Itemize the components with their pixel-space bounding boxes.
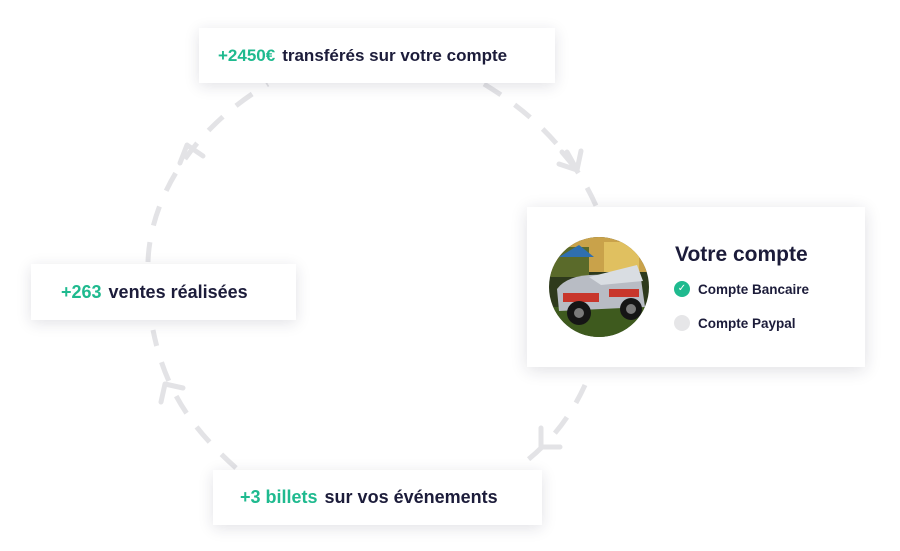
sales-count: +263	[61, 281, 102, 302]
arc-top-right	[482, 81, 600, 210]
arrowhead-top-left	[177, 142, 206, 166]
option-bank-account[interactable]: ✓ Compte Bancaire	[674, 281, 809, 297]
tickets-count: +3 billets	[240, 487, 318, 507]
option-paypal-account[interactable]: Compte Paypal	[674, 315, 796, 331]
arrowhead-bottom-right	[538, 425, 563, 450]
arc-bottom-left	[150, 329, 238, 470]
sales-card: +263 ventes réalisées	[31, 264, 296, 320]
transfer-label: transférés sur votre compte	[282, 45, 508, 65]
option-bank-label: Compte Bancaire	[698, 281, 810, 297]
unchecked-radio-icon[interactable]	[674, 315, 690, 331]
sales-label: ventes réalisées	[108, 281, 248, 302]
account-title: Votre compte	[675, 243, 808, 266]
tickets-label: sur vos événements	[324, 487, 498, 507]
arrowhead-right-down	[556, 148, 584, 173]
tickets-card: +3 billets sur vos événements	[213, 470, 542, 525]
account-card: Votre compte ✓ Compte Bancaire Compte Pa…	[527, 207, 865, 367]
car-photo-avatar	[549, 237, 649, 337]
arc-top-left	[145, 81, 270, 263]
option-paypal-label: Compte Paypal	[698, 315, 796, 331]
arc-bottom-right	[515, 383, 588, 471]
check-icon: ✓	[677, 283, 687, 294]
checked-radio-icon[interactable]: ✓	[674, 281, 690, 297]
arrowhead-bottom-left	[158, 381, 186, 405]
transfer-amount: +2450€	[218, 45, 276, 65]
transfer-card: +2450€ transférés sur votre compte	[199, 28, 555, 83]
